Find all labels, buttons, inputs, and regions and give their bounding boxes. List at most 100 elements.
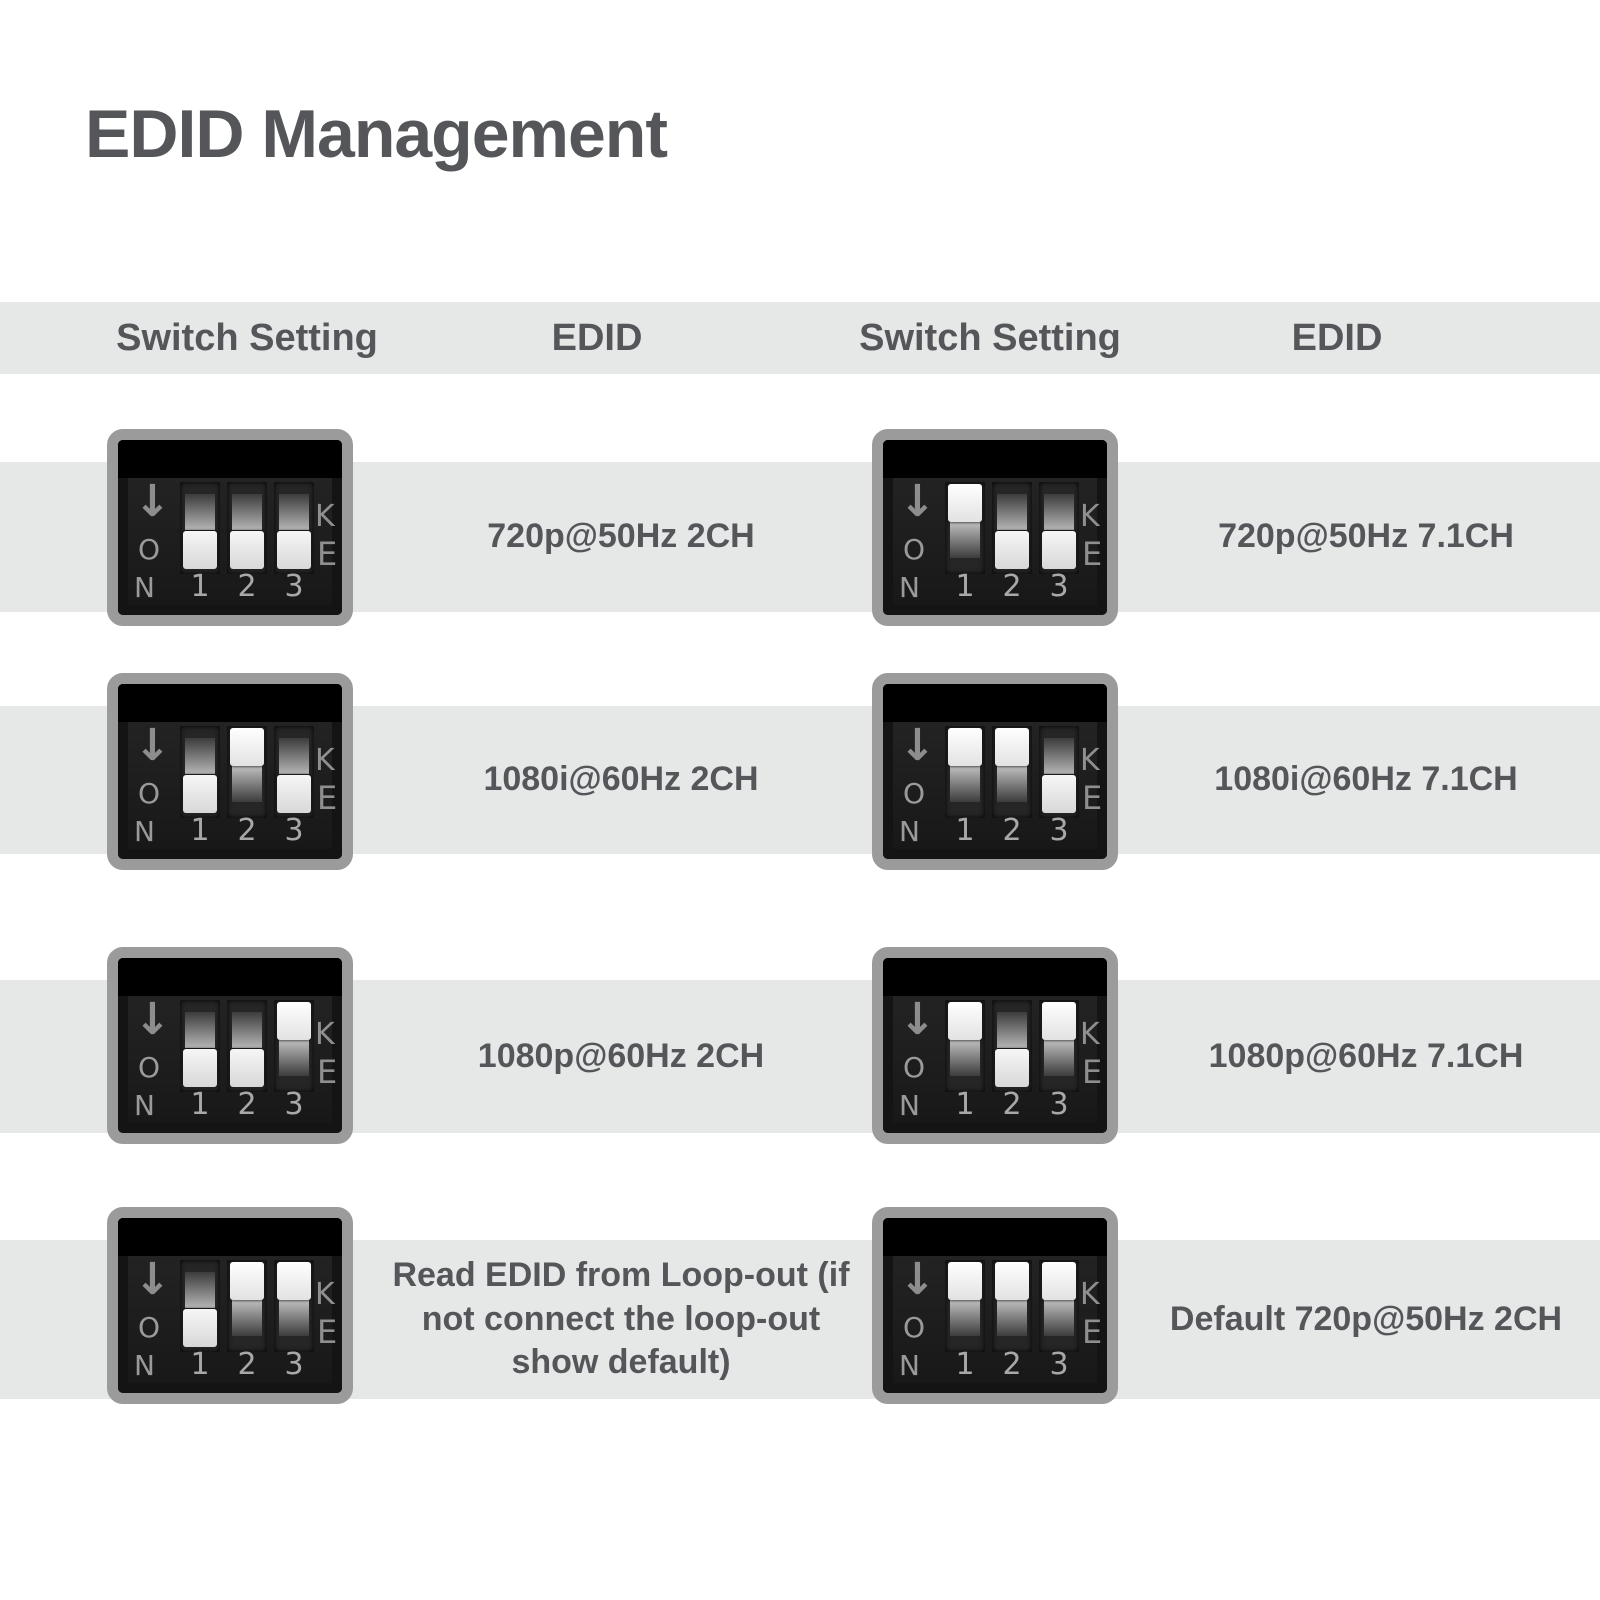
side-letter-e: E [1082, 1053, 1103, 1091]
dip-number-1: 1 [190, 1347, 210, 1382]
dip-toggle-3 [274, 726, 314, 818]
dip-switch: ↓ O N 1 2 3 K E [107, 429, 353, 626]
side-letter-e: E [1082, 779, 1103, 817]
table-row: ↓ O N 1 2 3 K E 720p@50Hz 2CH ↓ O N 1 2 … [0, 429, 1600, 626]
side-letter-e: E [317, 1313, 338, 1351]
dip-number-3: 3 [1049, 1087, 1069, 1122]
toggle-cap [277, 775, 311, 813]
dip-number-3: 3 [284, 813, 304, 848]
side-letter-k: K [1080, 743, 1100, 778]
edid-label: 720p@50Hz 2CH [487, 517, 755, 556]
side-letter-k: K [1080, 1017, 1100, 1052]
table-header-row: Switch Setting EDID Switch Setting EDID [0, 302, 1600, 374]
on-label-n: N [899, 815, 920, 848]
edid-label: 1080i@60Hz 2CH [483, 760, 759, 799]
on-direction-arrow-icon: ↓ [899, 476, 936, 527]
edid-label: 1080p@60Hz 2CH [477, 1036, 765, 1075]
dip-number-1: 1 [190, 569, 210, 604]
toggle-cap [948, 484, 982, 522]
table-row: ↓ O N 1 2 3 K E Read EDID from Loop-out … [0, 1207, 1600, 1404]
dip-switch: ↓ O N 1 2 3 K E [107, 673, 353, 870]
dip-switch-face: ↓ O N 1 2 3 K E [883, 684, 1107, 859]
toggle-cap [230, 1049, 264, 1087]
dip-toggle-2 [227, 1000, 267, 1092]
dip-switch: ↓ O N 1 2 3 K E [107, 1207, 353, 1404]
dip-number-3: 3 [284, 569, 304, 604]
toggle-cap [230, 531, 264, 569]
on-direction-arrow-icon: ↓ [899, 994, 936, 1045]
dip-number-3: 3 [1049, 813, 1069, 848]
dip-number-1: 1 [190, 813, 210, 848]
dip-switch-face: ↓ O N 1 2 3 K E [883, 1218, 1107, 1393]
toggle-cap [1042, 531, 1076, 569]
table-row: ↓ O N 1 2 3 K E 1080p@60Hz 2CH ↓ O N 1 2… [0, 947, 1600, 1144]
dip-toggle-3 [1039, 482, 1079, 574]
dip-number-2: 2 [237, 1087, 257, 1122]
dip-number-3: 3 [1049, 1347, 1069, 1382]
dip-toggle-1 [945, 1260, 985, 1352]
dip-number-2: 2 [1002, 813, 1022, 848]
dip-switch: ↓ O N 1 2 3 K E [872, 673, 1118, 870]
on-label-n: N [899, 1349, 920, 1382]
side-letter-e: E [317, 1053, 338, 1091]
header-edid-left: EDID [551, 316, 643, 359]
dip-toggle-1 [945, 726, 985, 818]
toggle-cap [183, 1049, 217, 1087]
dip-number-2: 2 [1002, 1347, 1022, 1382]
dip-switch-face: ↓ O N 1 2 3 K E [118, 684, 342, 859]
toggle-cap [1042, 1002, 1076, 1040]
toggle-cap [183, 775, 217, 813]
side-letter-e: E [1082, 1313, 1103, 1351]
header-switch-setting-right: Switch Setting [859, 316, 1121, 359]
side-letter-e: E [1082, 535, 1103, 573]
table-row: ↓ O N 1 2 3 K E 1080i@60Hz 2CH ↓ O N 1 2… [0, 673, 1600, 870]
toggle-cap [948, 1002, 982, 1040]
dip-toggle-3 [1039, 1000, 1079, 1092]
dip-number-2: 2 [237, 813, 257, 848]
dip-number-2: 2 [237, 1347, 257, 1382]
dip-toggle-3 [274, 1260, 314, 1352]
toggle-cap [183, 1309, 217, 1347]
dip-switch-face: ↓ O N 1 2 3 K E [883, 958, 1107, 1133]
toggle-cap [230, 1262, 264, 1300]
header-edid-right: EDID [1291, 316, 1383, 359]
edid-label: 1080i@60Hz 7.1CH [1214, 760, 1518, 799]
dip-switch-face: ↓ O N 1 2 3 K E [883, 440, 1107, 615]
toggle-cap [995, 531, 1029, 569]
toggle-cap [1042, 775, 1076, 813]
on-label-o: O [903, 777, 926, 810]
on-label-n: N [134, 815, 155, 848]
dip-number-3: 3 [284, 1347, 304, 1382]
dip-switch-face: ↓ O N 1 2 3 K E [118, 958, 342, 1133]
side-letter-k: K [315, 743, 335, 778]
dip-number-3: 3 [284, 1087, 304, 1122]
dip-switch: ↓ O N 1 2 3 K E [872, 1207, 1118, 1404]
toggle-cap [277, 531, 311, 569]
dip-toggle-3 [1039, 1260, 1079, 1352]
dip-switch-face: ↓ O N 1 2 3 K E [118, 440, 342, 615]
dip-toggle-2 [992, 1260, 1032, 1352]
dip-toggle-2 [992, 1000, 1032, 1092]
toggle-cap [995, 1049, 1029, 1087]
edid-label: Read EDID from Loop-out (if not connect … [392, 1256, 850, 1382]
dip-toggle-1 [945, 482, 985, 574]
on-label-n: N [134, 1089, 155, 1122]
on-label-n: N [134, 571, 155, 604]
side-letter-k: K [315, 1017, 335, 1052]
on-label-n: N [899, 1089, 920, 1122]
dip-switch: ↓ O N 1 2 3 K E [872, 429, 1118, 626]
toggle-cap [183, 531, 217, 569]
on-label-o: O [138, 777, 161, 810]
on-label-o: O [903, 1311, 926, 1344]
side-letter-e: E [317, 535, 338, 573]
dip-toggle-3 [274, 1000, 314, 1092]
dip-toggle-2 [992, 482, 1032, 574]
toggle-cap [277, 1262, 311, 1300]
toggle-cap [948, 728, 982, 766]
on-label-o: O [138, 1311, 161, 1344]
on-label-o: O [903, 1051, 926, 1084]
on-label-n: N [899, 571, 920, 604]
toggle-cap [948, 1262, 982, 1300]
dip-switch: ↓ O N 1 2 3 K E [107, 947, 353, 1144]
on-direction-arrow-icon: ↓ [899, 720, 936, 771]
